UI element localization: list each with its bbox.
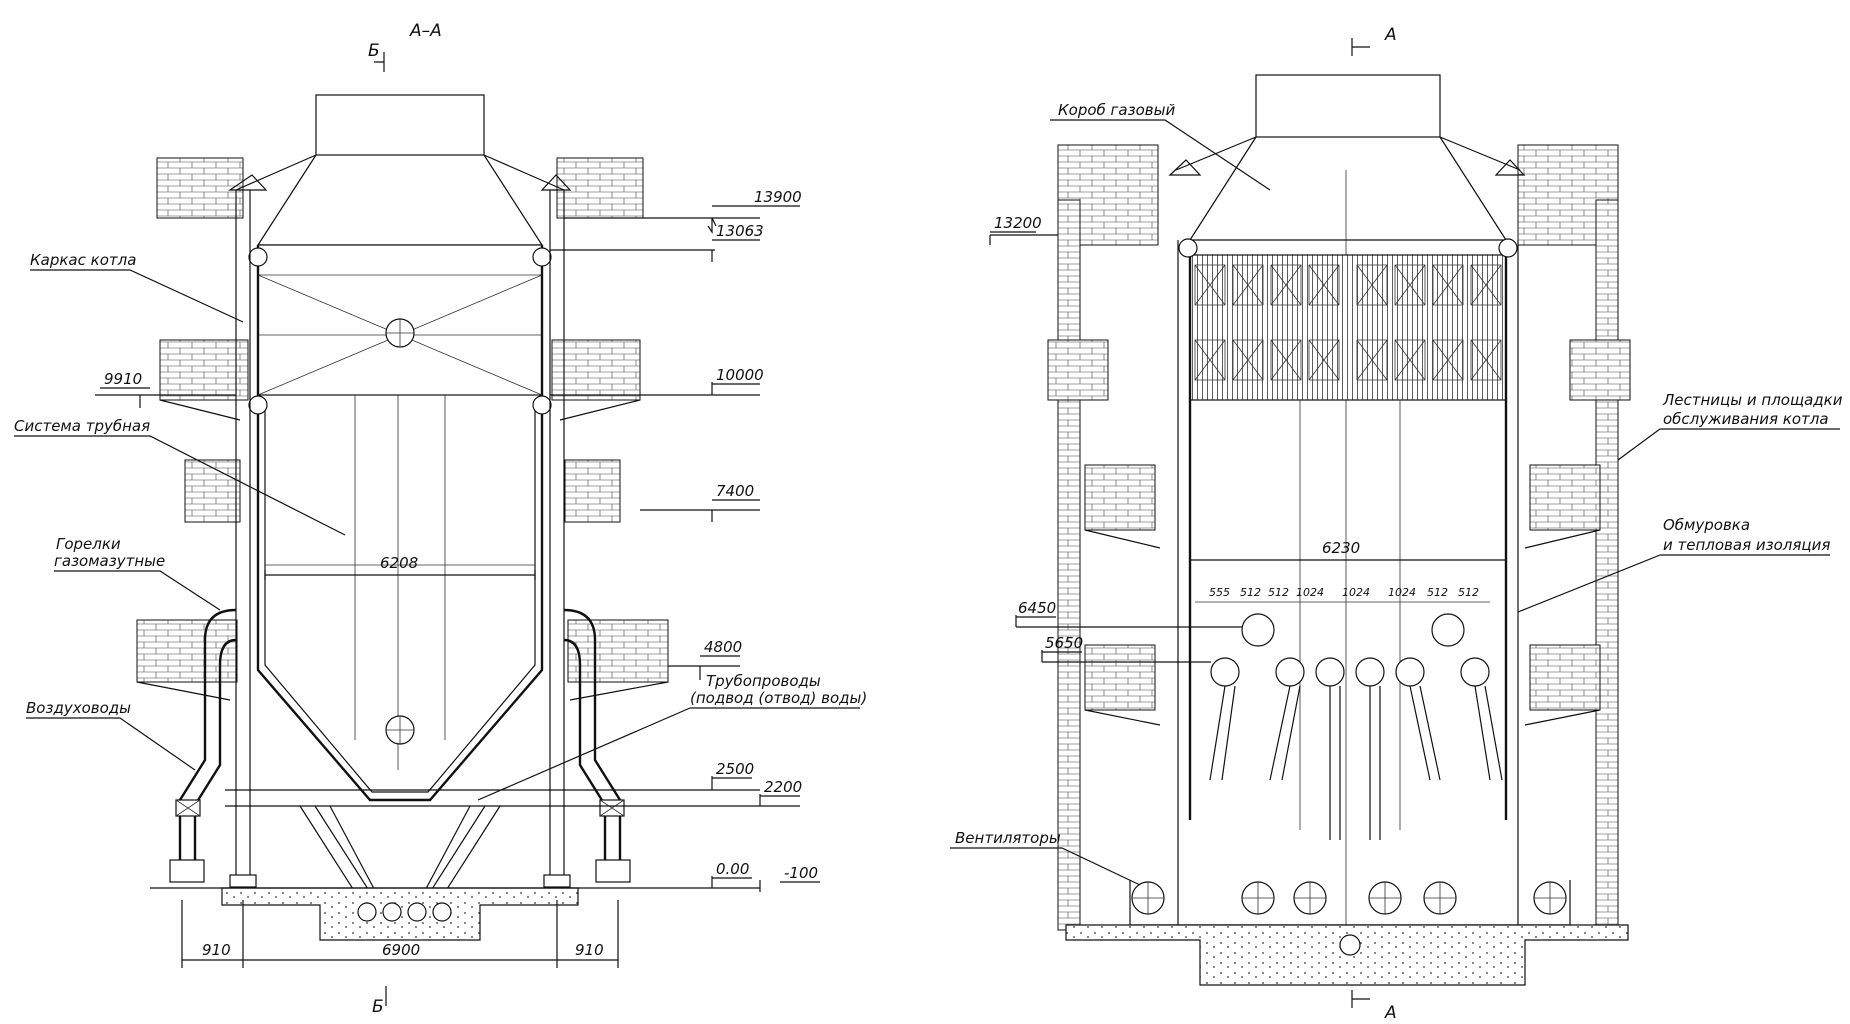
label-fans: Вентиляторы bbox=[955, 829, 1061, 847]
left-view: А–А Б Б bbox=[14, 21, 867, 1017]
right-cut-mark-top bbox=[1351, 38, 1370, 56]
left-burners-ducts bbox=[169, 608, 631, 883]
left-foundation bbox=[150, 887, 760, 941]
elev-13900: 13900 bbox=[754, 188, 802, 206]
elev-10000: 10000 bbox=[716, 366, 764, 384]
left-cut-label-bottom: Б bbox=[372, 997, 384, 1017]
elev-minus-100: -100 bbox=[784, 864, 818, 882]
right-spacing-5: 1024 bbox=[1342, 586, 1370, 599]
right-cut-mark-bottom bbox=[1351, 990, 1370, 1008]
right-cut-label-bottom: А bbox=[1384, 1003, 1397, 1023]
right-spacing-2: 512 bbox=[1240, 586, 1261, 599]
elev-7400: 7400 bbox=[716, 482, 754, 500]
right-spacing-7: 512 bbox=[1427, 586, 1448, 599]
right-view: А А bbox=[950, 25, 1843, 1023]
label-lining-1: Обмуровка bbox=[1663, 516, 1750, 534]
left-dim-inner-width: 6208 bbox=[380, 554, 418, 572]
elev-2200: 2200 bbox=[764, 778, 802, 796]
left-cut-mark-top bbox=[374, 52, 385, 72]
right-heat-blocks bbox=[1189, 254, 1507, 401]
left-elevations: 13900 13063 10000 9910 7400 4800 2500 22… bbox=[95, 188, 820, 892]
right-spacing-8: 512 bbox=[1458, 586, 1479, 599]
elev-13200: 13200 bbox=[994, 214, 1042, 232]
left-gas-hood bbox=[228, 94, 572, 246]
label-stairs-1: Лестницы и площадки bbox=[1662, 391, 1843, 409]
left-boiler-body bbox=[248, 244, 552, 802]
right-spacing-3: 512 bbox=[1268, 586, 1289, 599]
right-spacing-1: 555 bbox=[1209, 586, 1230, 599]
right-foundation bbox=[1065, 924, 1629, 986]
right-fans bbox=[1129, 880, 1571, 926]
elev-9910: 9910 bbox=[104, 370, 142, 388]
left-labels: Каркас котла Система трубная Горелки газ… bbox=[14, 251, 867, 801]
elev-2500: 2500 bbox=[716, 760, 754, 778]
right-brick-towers bbox=[1047, 144, 1631, 931]
label-air-ducts: Воздуховоды bbox=[26, 699, 131, 717]
label-stairs-2: обслуживания котла bbox=[1663, 410, 1829, 428]
right-furnace-walls bbox=[1177, 238, 1519, 925]
elev-13063: 13063 bbox=[716, 222, 764, 240]
right-elevations: 13200 6450 5650 bbox=[989, 214, 1242, 663]
right-gas-duct bbox=[1168, 74, 1526, 980]
left-pipelines bbox=[225, 789, 575, 901]
right-burners bbox=[1209, 613, 1503, 840]
left-dim-right-offset: 910 bbox=[575, 941, 604, 959]
label-pipelines-1: Трубопроводы bbox=[706, 672, 821, 690]
right-dim-inner-width: 6230 bbox=[1322, 539, 1360, 557]
label-tube-system: Система трубная bbox=[14, 417, 150, 435]
left-platforms bbox=[136, 157, 669, 701]
right-spacing-6: 1024 bbox=[1388, 586, 1416, 599]
right-dimensions: 6230 555 512 512 1024 1024 1024 512 512 bbox=[1189, 539, 1507, 603]
left-dimensions: 6208 910 6900 910 bbox=[181, 554, 619, 968]
label-burners-2: газомазутные bbox=[54, 552, 165, 570]
left-cut-label-top: Б bbox=[368, 41, 380, 61]
right-cut-label-top: А bbox=[1384, 25, 1397, 45]
left-dim-left-offset: 910 bbox=[202, 941, 231, 959]
elev-0-00: 0.00 bbox=[716, 860, 749, 878]
elev-4800: 4800 bbox=[704, 638, 742, 656]
label-burners-1: Горелки bbox=[56, 535, 121, 553]
elev-5650: 5650 bbox=[1045, 634, 1083, 652]
left-dim-base-width: 6900 bbox=[382, 941, 420, 959]
right-spacing-4: 1024 bbox=[1296, 586, 1324, 599]
label-frame: Каркас котла bbox=[30, 251, 136, 269]
left-section-title: А–А bbox=[409, 21, 442, 41]
right-labels: Короб газовый Лестницы и площадки обслуж… bbox=[950, 101, 1843, 886]
elev-6450: 6450 bbox=[1018, 599, 1056, 617]
label-pipelines-2: (подвод (отвод) воды) bbox=[690, 689, 867, 707]
label-gas-duct: Короб газовый bbox=[1058, 101, 1175, 119]
left-frame-columns bbox=[229, 190, 571, 888]
label-lining-2: и тепловая изоляция bbox=[1663, 536, 1830, 554]
